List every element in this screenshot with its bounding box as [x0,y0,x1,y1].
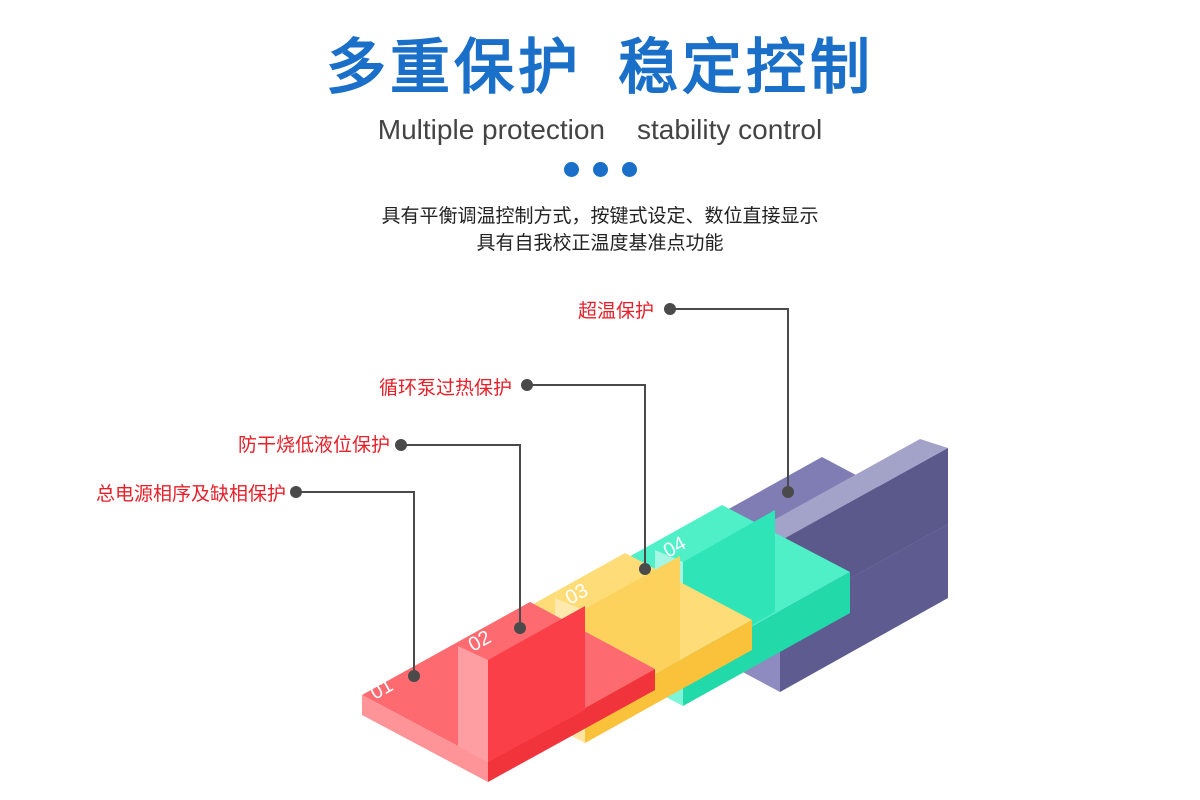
dot-icon [592,162,608,177]
title-part1: 多重保护 [326,33,582,103]
dot-icon [514,622,526,634]
connector-04 [670,308,789,492]
connector-lines [296,308,789,676]
subtitle-part2: stability control [637,114,823,145]
dot-icon [621,162,637,177]
page-title: 多重保护稳定控制 [0,28,1200,108]
step-label-03: 循环泵过热保护 [378,377,512,399]
dot-icon [395,439,407,451]
dot-icon [639,563,651,575]
description-line1: 具有平衡调温控制方式，按键式设定、数位直接显示 [381,205,819,227]
subtitle-part1: Multiple protection [377,114,606,145]
dot-icon [563,162,579,177]
dot-icon [521,379,533,391]
dot-icon [290,486,302,498]
decorative-dots [0,162,1200,177]
page-subtitle: Multiple protection stability control [0,112,1200,148]
connector-02 [401,444,521,628]
description-line2: 具有自我校正温度基准点功能 [476,232,724,254]
dot-icon [782,486,794,498]
step-label-04: 超温保护 [577,300,654,322]
connector-dots [290,303,794,682]
step-label-02: 防干烧低液位保护 [237,434,390,456]
dot-icon [664,303,676,315]
title-part2: 稳定控制 [618,33,874,103]
dot-icon [408,670,420,682]
connector-03 [527,384,646,569]
step-label-01: 总电源相序及缺相保护 [95,483,286,505]
connector-01 [296,491,415,676]
step-01-block [362,602,655,782]
